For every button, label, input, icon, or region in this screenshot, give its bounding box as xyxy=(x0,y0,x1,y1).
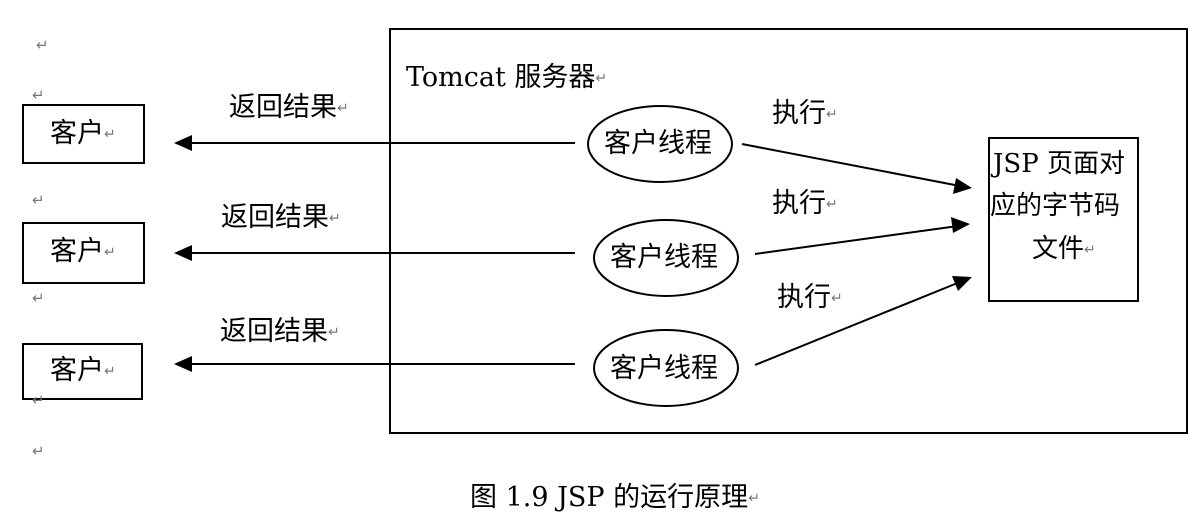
return-label-1: 返回结果↵ xyxy=(229,94,349,121)
thread-ellipse-1 xyxy=(587,105,733,183)
execute-label-2: 执行↵ xyxy=(772,190,838,217)
return-label-text: 返回结果 xyxy=(221,202,329,233)
paragraph-mark: ↵ xyxy=(104,244,116,261)
paragraph-mark: ↵ xyxy=(595,70,608,87)
execute-label-1: 执行↵ xyxy=(772,100,838,127)
paragraph-mark: ↵ xyxy=(32,86,45,104)
bytecode-line-2-text: 应的字节码 xyxy=(990,191,1121,221)
tomcat-server-container xyxy=(389,28,1188,434)
paragraph-mark: ↵ xyxy=(32,191,45,209)
paragraph-mark: ↵ xyxy=(328,324,340,341)
paragraph-mark: ↵ xyxy=(329,210,341,227)
bytecode-line-1-text: JSP 页面对 xyxy=(993,149,1125,179)
client-label-1: 客户↵ xyxy=(50,120,116,147)
return-arrowhead-1 xyxy=(174,135,192,151)
bytecode-file-box xyxy=(988,137,1139,302)
bytecode-line-3: 文件↵ xyxy=(1032,236,1096,262)
client-label-2: 客户↵ xyxy=(50,238,116,265)
figure-caption: 图 1.9 JSP 的运行原理↵ xyxy=(470,484,760,511)
thread-label-1: 客户线程 xyxy=(604,130,712,157)
server-title-text: Tomcat 服务器 xyxy=(406,62,596,93)
thread-label-text: 客户线程 xyxy=(610,242,718,273)
paragraph-mark: ↵ xyxy=(826,196,838,213)
paragraph-mark: ↵ xyxy=(32,391,45,409)
return-label-2: 返回结果↵ xyxy=(221,204,341,231)
thread-label-3: 客户线程 xyxy=(610,355,718,382)
execute-label-text: 执行 xyxy=(777,282,831,313)
client-label-text: 客户 xyxy=(50,236,104,267)
return-arrowhead-2 xyxy=(174,245,192,261)
execute-arrow-2 xyxy=(754,225,959,255)
thread-ellipse-2 xyxy=(593,219,739,297)
execute-arrowhead-3 xyxy=(952,276,972,291)
paragraph-mark: ↵ xyxy=(36,36,49,54)
client-box-3 xyxy=(22,343,143,400)
bytecode-line-2: 应的字节码 xyxy=(990,193,1120,219)
execute-label-text: 执行 xyxy=(772,188,826,219)
return-label-3: 返回结果↵ xyxy=(220,318,340,345)
bytecode-line-3-text: 文件 xyxy=(1032,234,1085,264)
client-box-1 xyxy=(22,104,145,164)
thread-ellipse-3 xyxy=(593,329,739,407)
paragraph-mark: ↵ xyxy=(748,490,760,507)
paragraph-mark: ↵ xyxy=(104,126,116,143)
thread-label-text: 客户线程 xyxy=(610,353,718,384)
client-label-3: 客户↵ xyxy=(50,357,116,384)
client-box-2 xyxy=(22,222,145,284)
paragraph-mark: ↵ xyxy=(104,363,116,380)
thread-label-text: 客户线程 xyxy=(604,128,712,159)
execute-label-text: 执行 xyxy=(772,98,826,129)
paragraph-mark: ↵ xyxy=(831,290,843,307)
paragraph-mark: ↵ xyxy=(1084,242,1096,258)
paragraph-mark: ↵ xyxy=(337,100,349,117)
execute-arrow-3 xyxy=(754,281,961,366)
client-label-text: 客户 xyxy=(50,118,104,149)
paragraph-mark: ↵ xyxy=(32,289,45,307)
client-label-text: 客户 xyxy=(50,355,104,386)
return-arrowhead-3 xyxy=(174,356,192,372)
server-title: Tomcat 服务器↵ xyxy=(406,64,607,91)
thread-label-2: 客户线程 xyxy=(610,244,718,271)
paragraph-mark: ↵ xyxy=(826,106,838,123)
paragraph-mark: ↵ xyxy=(32,442,45,460)
execute-arrow-1 xyxy=(741,143,961,187)
return-label-text: 返回结果 xyxy=(220,316,328,347)
figure-caption-text: 图 1.9 JSP 的运行原理 xyxy=(470,482,749,513)
execute-label-3: 执行↵ xyxy=(777,284,843,311)
bytecode-line-1: JSP 页面对 xyxy=(993,151,1125,177)
execute-arrowhead-2 xyxy=(951,217,970,233)
execute-arrowhead-1 xyxy=(953,178,972,194)
return-label-text: 返回结果 xyxy=(229,92,337,123)
